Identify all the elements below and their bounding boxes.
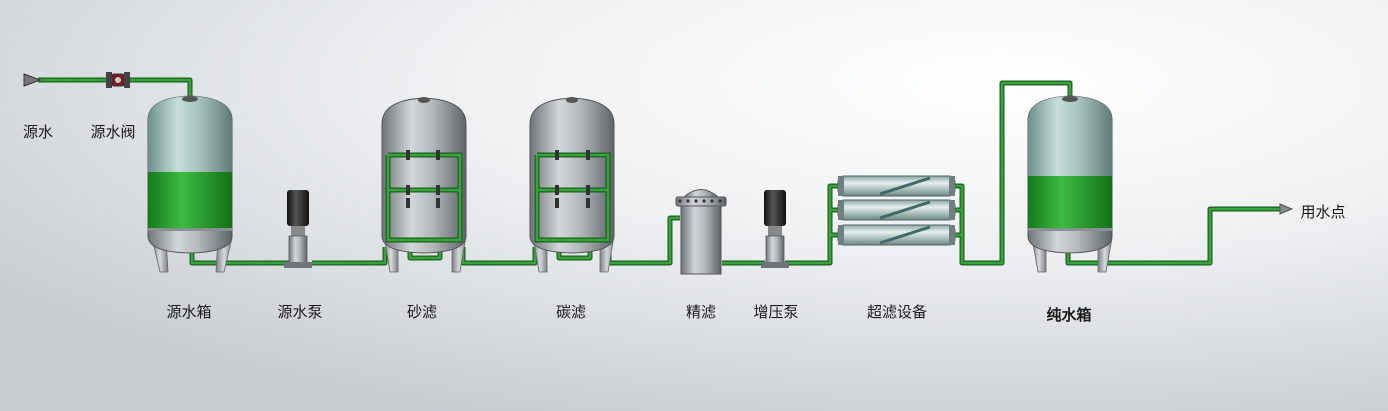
pure-water-tank-label: 纯水箱 <box>1046 306 1092 324</box>
raw-water-tank-label: 源水箱 <box>166 303 212 321</box>
inlet-arrow-icon <box>23 73 42 87</box>
carbon-filter-valves-icon <box>555 150 590 208</box>
membrane-module-1 <box>837 175 956 197</box>
raw-water-tank <box>147 95 233 273</box>
raw-water-label: 源水 <box>22 123 54 141</box>
raw-water-level <box>148 172 232 228</box>
raw-water-pump-icon <box>284 190 312 268</box>
precision-filter-label: 精滤 <box>685 303 717 321</box>
pure-water-level <box>1028 176 1112 228</box>
outlet-arrow-icon <box>1279 203 1294 215</box>
ultrafiltration-membranes <box>837 175 956 246</box>
membrane-module-3 <box>837 224 956 246</box>
carbon-filter-manifold <box>535 153 610 242</box>
precision-filter-housing <box>675 189 727 275</box>
point-of-use-label: 用水点 <box>1300 203 1346 221</box>
raw-water-pump-label: 源水泵 <box>277 303 323 321</box>
carbon-filter-label: 碳滤 <box>555 303 587 321</box>
booster-pump-icon <box>761 190 789 268</box>
raw-water-valve-icon <box>106 72 130 88</box>
sand-filter-tank <box>381 97 467 273</box>
sand-filter-label: 砂滤 <box>406 303 438 321</box>
membrane-module-2 <box>837 199 956 221</box>
raw-water-valve-label: 源水阀 <box>90 123 136 141</box>
booster-pump-label: 增压泵 <box>753 303 799 321</box>
ultrafiltration-unit-label: 超滤设备 <box>866 303 928 321</box>
sand-filter-valves-icon <box>406 150 440 208</box>
pure-water-tank <box>1027 95 1113 273</box>
carbon-filter-tank <box>529 97 615 273</box>
